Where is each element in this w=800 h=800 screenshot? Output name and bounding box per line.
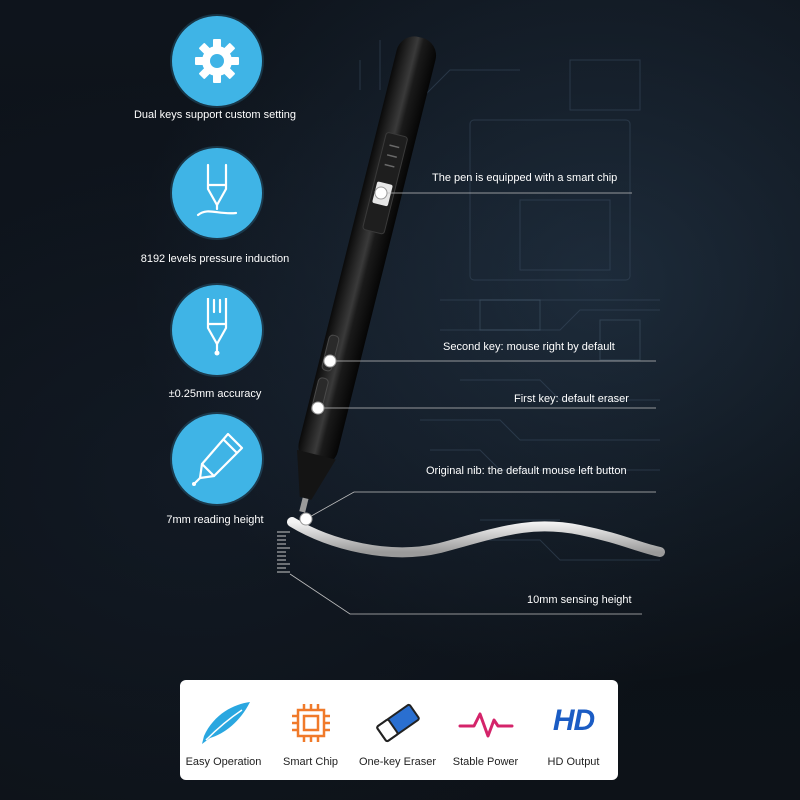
pulse-icon bbox=[458, 712, 513, 738]
callout-first-key: First key: default eraser bbox=[514, 393, 629, 405]
card-item-stable-power: Stable Power bbox=[442, 680, 529, 780]
callout-second-key: Second key: mouse right by default bbox=[443, 341, 615, 353]
feature-label: ±0.25mm accuracy bbox=[168, 388, 262, 400]
callout-original-nib: Original nib: the default mouse left but… bbox=[426, 465, 627, 477]
feature-circle-pressure bbox=[172, 148, 262, 238]
pen-pressure-icon bbox=[196, 163, 238, 217]
chip-icon bbox=[291, 704, 330, 742]
feather-icon bbox=[201, 702, 250, 744]
features-card: Easy Operation Smart Chip One-key Eraser… bbox=[180, 680, 618, 780]
pen-accuracy-icon bbox=[206, 298, 228, 356]
card-label: Easy Operation bbox=[185, 756, 262, 768]
card-item-hd-output: HD HD Output bbox=[530, 680, 617, 780]
callout-smart-chip: The pen is equipped with a smart chip bbox=[432, 172, 618, 184]
card-label: Smart Chip bbox=[282, 756, 339, 768]
feature-circle-settings bbox=[172, 16, 262, 106]
feature-circle-accuracy bbox=[172, 285, 262, 375]
feature-label: 7mm reading height bbox=[166, 514, 264, 526]
card-item-easy-operation: Easy Operation bbox=[180, 680, 267, 780]
callout-sensing-height: 10mm sensing height bbox=[527, 594, 632, 606]
card-label: HD Output bbox=[547, 756, 600, 768]
card-label: Stable Power bbox=[452, 756, 519, 768]
card-item-smart-chip: Smart Chip bbox=[267, 680, 354, 780]
feature-label: 8192 levels pressure induction bbox=[140, 253, 290, 265]
pen-writing-icon bbox=[192, 432, 244, 486]
hd-icon: HD bbox=[552, 704, 595, 737]
eraser-icon bbox=[375, 703, 420, 743]
card-label: One-key Eraser bbox=[358, 756, 437, 768]
gear-icon bbox=[195, 39, 239, 83]
card-item-eraser: One-key Eraser bbox=[354, 680, 441, 780]
feature-label: Dual keys support custom setting bbox=[133, 109, 297, 121]
feature-circle-height bbox=[172, 414, 262, 504]
